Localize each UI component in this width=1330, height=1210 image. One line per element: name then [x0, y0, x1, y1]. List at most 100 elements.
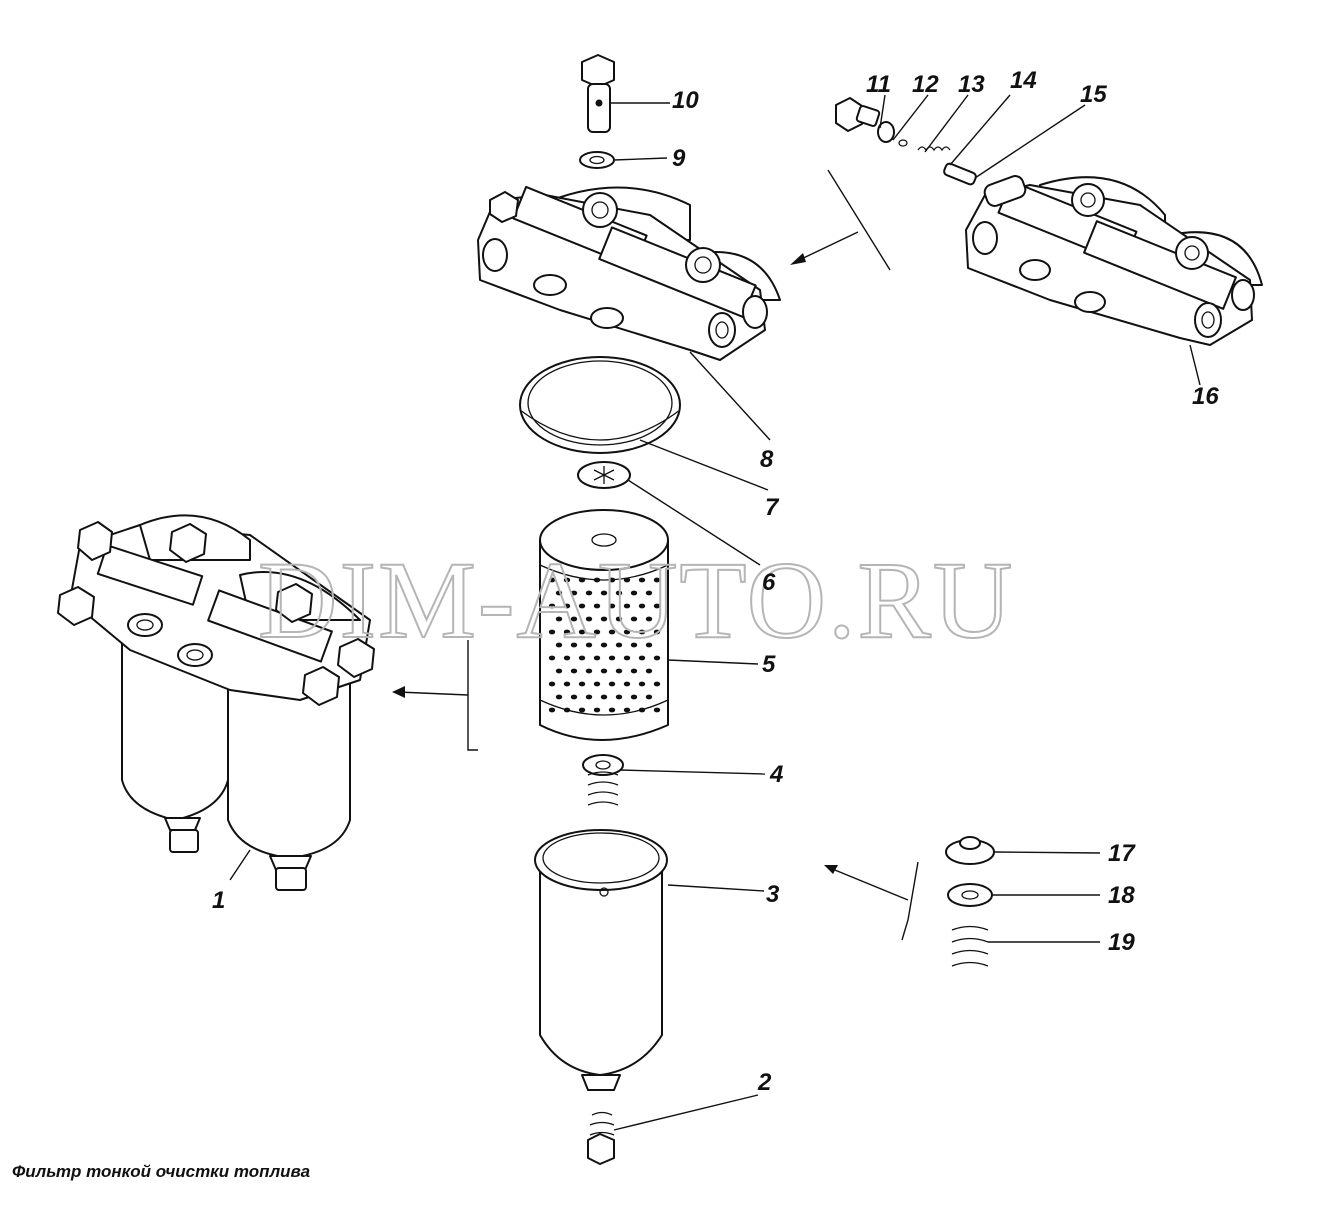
perforation-hole: [653, 577, 661, 583]
perforation-hole: [555, 694, 563, 700]
perforation-hole: [570, 642, 578, 648]
perforation-hole: [645, 616, 653, 622]
diagram-caption: Фильтр тонкой очистки топлива: [12, 1162, 311, 1181]
perforation-hole: [638, 681, 646, 687]
perforation-hole: [645, 668, 653, 674]
perforation-hole: [585, 616, 593, 622]
perforation-hole: [608, 629, 616, 635]
callout-12: 12: [912, 71, 939, 98]
callout-6: 6: [762, 569, 776, 596]
callout-17: 17: [1108, 840, 1136, 867]
perforation-hole: [593, 655, 601, 661]
perforation-hole: [563, 655, 571, 661]
filter-bowl-drawing: [534, 829, 668, 1091]
perforation-hole: [585, 642, 593, 648]
perforation-hole: [608, 655, 616, 661]
perforation-hole: [563, 707, 571, 713]
perforation-hole: [638, 707, 646, 713]
perforation-hole: [548, 577, 556, 583]
perforation-hole: [593, 629, 601, 635]
perforation-hole: [600, 616, 608, 622]
perforation-hole: [615, 590, 623, 596]
perforation-hole: [555, 668, 563, 674]
perforation-hole: [623, 629, 631, 635]
perforation-hole: [585, 590, 593, 596]
perforation-hole: [653, 681, 661, 687]
perforation-hole: [615, 668, 623, 674]
callout-7: 7: [765, 494, 780, 521]
perforation-hole: [600, 668, 608, 674]
gasket-drawing: [577, 461, 631, 489]
perforation-hole: [630, 590, 638, 596]
perforation-hole: [585, 694, 593, 700]
perforation-hole: [578, 681, 586, 687]
perforation-hole: [630, 668, 638, 674]
perforation-hole: [653, 655, 661, 661]
perforation-hole: [638, 603, 646, 609]
perforation-hole: [630, 694, 638, 700]
seal-ring-drawing: [519, 356, 681, 454]
perforation-hole: [570, 616, 578, 622]
perforation-hole: [600, 590, 608, 596]
perforation-hole: [608, 707, 616, 713]
perforation-hole: [615, 616, 623, 622]
perforation-hole: [563, 629, 571, 635]
valve-parts-drawing: [835, 97, 977, 186]
perforation-hole: [585, 668, 593, 674]
filter-element-drawing: [539, 509, 669, 741]
perforation-hole: [615, 642, 623, 648]
perforation-hole: [630, 642, 638, 648]
callout-3: 3: [766, 881, 780, 908]
drain-plug-drawing: [587, 1111, 615, 1165]
callout-labels: 1 2 3 4 5 6 7 8 9 10 11 12 13 14 15 16 1…: [212, 67, 1219, 1096]
perforation-hole: [548, 681, 556, 687]
perforation-hole: [578, 707, 586, 713]
callout-2: 2: [757, 1069, 772, 1096]
callout-1: 1: [212, 887, 225, 914]
perforation-hole: [623, 655, 631, 661]
perforation-hole: [593, 681, 601, 687]
perforation-hole: [563, 603, 571, 609]
perforation-hole: [653, 707, 661, 713]
banjo-bolt-drawing: [579, 54, 615, 169]
perforation-hole: [548, 655, 556, 661]
perforation-hole: [555, 590, 563, 596]
perforation-hole: [608, 603, 616, 609]
assembled-filter-drawing: [57, 514, 375, 891]
perforation-hole: [653, 603, 661, 609]
callout-11: 11: [866, 71, 891, 98]
perforation-hole: [653, 629, 661, 635]
valve-kit-drawing: [945, 836, 995, 967]
callout-13: 13: [958, 71, 985, 98]
perforation-hole: [645, 590, 653, 596]
watermark-text: DIM-AUTO.RU: [258, 539, 1014, 661]
perforation-hole: [600, 642, 608, 648]
perforation-hole: [645, 642, 653, 648]
perforation-hole: [578, 629, 586, 635]
perforation-hole: [548, 629, 556, 635]
alternate-head-drawing: [965, 175, 1263, 346]
perforation-hole: [563, 681, 571, 687]
perforation-pattern: [548, 577, 661, 713]
callout-4: 4: [769, 761, 783, 788]
callout-15: 15: [1080, 81, 1107, 108]
callout-18: 18: [1108, 882, 1135, 909]
leader-lines: [229, 94, 1201, 1131]
perforation-hole: [638, 577, 646, 583]
perforation-hole: [638, 655, 646, 661]
perforation-hole: [578, 577, 586, 583]
perforation-hole: [555, 642, 563, 648]
callout-5: 5: [762, 651, 776, 678]
perforation-hole: [578, 655, 586, 661]
perforation-hole: [578, 603, 586, 609]
relief-valve-drawing: [582, 754, 624, 806]
perforation-hole: [615, 694, 623, 700]
callout-19: 19: [1108, 929, 1135, 956]
perforation-hole: [570, 590, 578, 596]
perforation-hole: [593, 577, 601, 583]
perforation-hole: [555, 616, 563, 622]
perforation-hole: [608, 577, 616, 583]
perforation-hole: [570, 694, 578, 700]
callout-10: 10: [672, 87, 699, 114]
